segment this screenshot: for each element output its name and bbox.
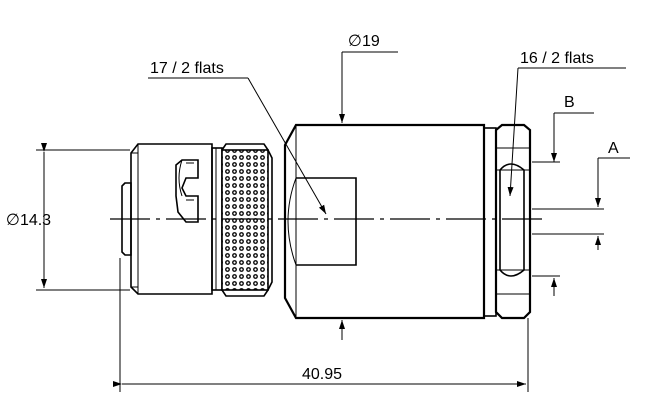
dimension-a (532, 157, 630, 250)
label-body-diameter: ∅19 (348, 33, 380, 50)
label-bayonet-diameter: ∅14.3 (6, 212, 51, 229)
dimension-bayonet-diameter (36, 143, 130, 291)
connector-nut (483, 123, 532, 320)
dimension-overall-length (113, 258, 529, 392)
knurled-ring (221, 143, 273, 297)
dimension-b (532, 112, 594, 296)
label-flats-body: 17 / 2 flats (150, 60, 224, 77)
label-overall-length: 40.95 (302, 366, 342, 383)
leader-flats-nut (507, 67, 626, 197)
dimension-body-diameter (339, 51, 398, 340)
label-section-a: A (608, 140, 619, 157)
connector-body (283, 123, 486, 320)
label-section-b: B (564, 94, 575, 111)
leader-flats-body (148, 77, 327, 215)
label-flats-nut: 16 / 2 flats (520, 50, 594, 67)
